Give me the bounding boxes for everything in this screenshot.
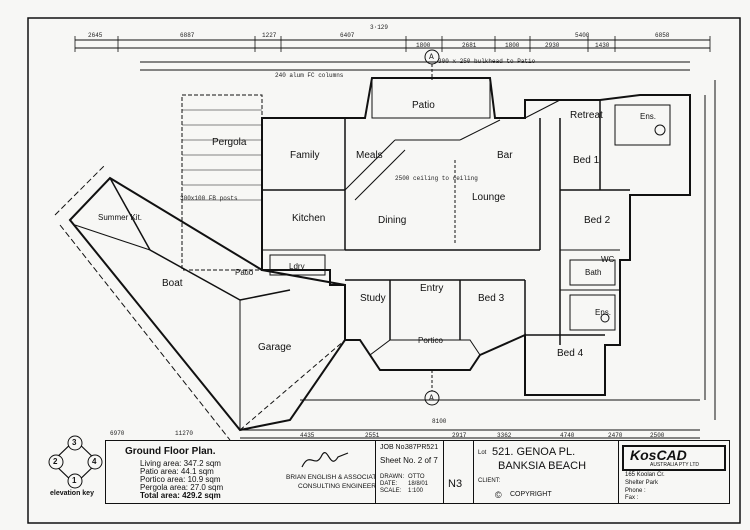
copyright-label: COPYRIGHT bbox=[510, 491, 552, 498]
titleblock-plan-section bbox=[105, 440, 377, 504]
area-living: Living area: 347.2 sqm bbox=[140, 459, 221, 468]
drawn-value: OTTO bbox=[408, 474, 425, 480]
dim-bottom-9: 2500 bbox=[650, 432, 665, 439]
elevation-number-1: 1 bbox=[72, 476, 77, 485]
room-bed4: Bed 4 bbox=[557, 348, 584, 359]
room-kitchen: Kitchen bbox=[292, 213, 326, 224]
room-bed2: Bed 2 bbox=[584, 215, 611, 226]
dim-bottom-7: 4740 bbox=[560, 432, 575, 439]
dim-top-11: 3·129 bbox=[370, 24, 389, 31]
plan-title: Ground Floor Plan. bbox=[125, 446, 216, 457]
note-fc-columns: 240 alum FC columns bbox=[275, 72, 344, 79]
dim-top-0: 2645 bbox=[88, 32, 103, 39]
dim-bottom-2: 4435 bbox=[300, 432, 315, 439]
note-patio-ceiling: 2500 ceiling to ceiling bbox=[395, 175, 478, 182]
scale-value: 1:100 bbox=[408, 488, 424, 494]
engineer-signature bbox=[301, 452, 349, 468]
client-label: CLIENT: bbox=[478, 478, 501, 484]
lot-address-line1: 521. GENOA PL. bbox=[492, 446, 576, 458]
dim-top-5: 2681 bbox=[462, 42, 477, 49]
area-pergola: Pergola area: 27.0 sqm bbox=[140, 483, 224, 492]
company-sub: AUSTRALIA PTY LTD bbox=[650, 462, 699, 468]
room-patio-top: Patio bbox=[412, 100, 435, 111]
section-marker-bottom: A bbox=[429, 394, 434, 403]
room-wc: WC bbox=[601, 255, 615, 264]
lot-label: Lot bbox=[478, 450, 487, 456]
room-lounge: Lounge bbox=[472, 192, 506, 203]
room-summer-kitchen: Summer Kit. bbox=[98, 213, 143, 222]
room-portico: Portico bbox=[418, 336, 443, 345]
company-address: 165 Koolan Cr. bbox=[625, 472, 665, 478]
dim-top-6: 1800 bbox=[505, 42, 520, 49]
room-bar: Bar bbox=[497, 150, 513, 161]
sheet-border bbox=[27, 17, 741, 524]
company-phone-label: Phone : bbox=[625, 488, 646, 494]
job-number: 387PR521 bbox=[405, 444, 439, 451]
engineer-title: CONSULTING ENGINEERS bbox=[298, 483, 381, 490]
room-laundry: Ldry bbox=[289, 262, 305, 271]
dim-bottom-0: 6970 bbox=[110, 430, 125, 437]
dim-bottom-8: 2470 bbox=[608, 432, 623, 439]
room-bath: Bath bbox=[585, 268, 602, 277]
dim-bottom-4: 8100 bbox=[432, 418, 447, 425]
room-study: Study bbox=[360, 293, 386, 304]
room-bed1: Bed 1 bbox=[573, 155, 600, 166]
note-bulkhead: 300 x 250 bulkhead to Patio bbox=[438, 58, 536, 65]
date-label: DATE: bbox=[380, 481, 398, 487]
dim-top-1: 6887 bbox=[180, 32, 195, 39]
scale-label: SCALE: bbox=[380, 488, 402, 494]
dim-bottom-5: 2917 bbox=[452, 432, 467, 439]
engineer-name: BRIAN ENGLISH & ASSOCIATES bbox=[286, 474, 385, 481]
north-marker: N3 bbox=[448, 478, 463, 490]
room-garage: Garage bbox=[258, 342, 292, 353]
sheet-number: Sheet No. 2 of 7 bbox=[380, 456, 438, 465]
elevation-number-4: 4 bbox=[92, 457, 97, 466]
area-total: Total area: 429.2 sqm bbox=[140, 491, 221, 500]
area-portico: Portico area: 10.9 sqm bbox=[140, 475, 221, 484]
room-ensuite-top: Ens. bbox=[640, 112, 657, 121]
room-family: Family bbox=[290, 150, 320, 161]
room-ensuite-bottom: Ens. bbox=[595, 308, 612, 317]
dim-bottom-6: 3362 bbox=[497, 432, 512, 439]
dim-top-4: 1800 bbox=[416, 42, 431, 49]
dim-top-9: 5400 bbox=[575, 32, 590, 39]
date-value: 18/8/01 bbox=[408, 481, 429, 487]
room-meals: Meals bbox=[356, 150, 383, 161]
dim-top-8: 1430 bbox=[595, 42, 610, 49]
dim-top-7: 2930 bbox=[545, 42, 560, 49]
area-patio: Patio area: 44.1 sqm bbox=[140, 467, 214, 476]
room-dining: Dining bbox=[378, 215, 407, 226]
dim-bottom-1: 11270 bbox=[175, 430, 194, 437]
elevation-key-label: elevation key bbox=[50, 490, 94, 497]
company-logo-text: KosCAD bbox=[630, 447, 687, 463]
job-label: JOB No. bbox=[380, 444, 407, 451]
room-bed3: Bed 3 bbox=[478, 293, 505, 304]
note-pergola-posts: 300x100 FB posts bbox=[180, 195, 238, 202]
titleblock-job-section bbox=[375, 440, 445, 504]
lot-address-line2: BANKSIA BEACH bbox=[498, 460, 587, 472]
room-entry: Entry bbox=[420, 283, 444, 294]
dim-top-3: 6407 bbox=[340, 32, 355, 39]
titleblock-address-section bbox=[473, 440, 620, 504]
elevation-number-3: 3 bbox=[72, 438, 77, 447]
elevation-number-2: 2 bbox=[53, 457, 58, 466]
titleblock-north-section bbox=[443, 440, 475, 504]
dim-bottom-3: 2551 bbox=[365, 432, 380, 439]
room-pergola: Pergola bbox=[212, 137, 247, 148]
dim-top-10: 6858 bbox=[655, 32, 670, 39]
company-fax-label: Fax : bbox=[625, 495, 639, 501]
drawn-label: DRAWN: bbox=[380, 474, 405, 480]
room-boat: Boat bbox=[162, 278, 183, 289]
company-suburb: Shelter Park bbox=[625, 480, 659, 486]
section-marker-top: A bbox=[429, 53, 434, 62]
room-patio-mid: Patio bbox=[235, 268, 254, 277]
titleblock-company-section bbox=[618, 440, 730, 504]
dim-top-2: 1227 bbox=[262, 32, 277, 39]
company-logo bbox=[622, 445, 726, 471]
copyright-symbol: © bbox=[495, 490, 502, 500]
room-retreat: Retreat bbox=[570, 110, 603, 121]
